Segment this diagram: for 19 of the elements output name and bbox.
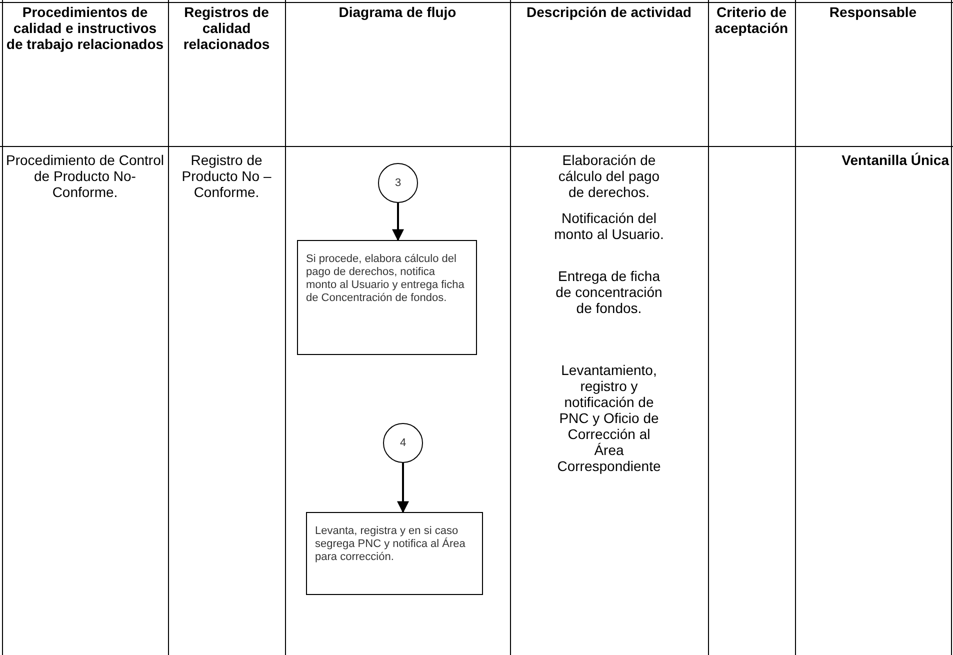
column-header: Diagrama de flujo: [338, 4, 458, 20]
table-cell-text: Elaboración de cálculo del pago de derechos.: [557, 152, 661, 200]
table-cell-text: Registro de Producto No – Conforme.: [180, 152, 272, 200]
table-cell-text: Ventanilla Única: [840, 152, 949, 168]
column-header: Criterio de aceptación: [714, 4, 790, 36]
connector-circle: 3: [378, 163, 418, 203]
table-cell-text: Notificación del monto al Usuario.: [553, 210, 665, 242]
table-cell-text: Procedimiento de Control de Producto No-Conforme.: [5, 152, 165, 200]
column-header: Registros de calidad relacionados: [182, 4, 271, 52]
table-cell-text: Levantamiento, registro y notificación de PNC y Oficio de Corrección al Área Correspondiente: [556, 362, 662, 474]
arrow: [397, 463, 409, 514]
column-header: Responsable: [828, 4, 918, 20]
column-header: Descripción de actividad: [526, 4, 692, 20]
connector-circle: 4: [383, 423, 423, 463]
process-box: Si procede, elabora cálculo del pago de derechos, notifica monto al Usuario y entrega ficha de Concentración de fondos.: [297, 240, 477, 355]
arrow: [392, 203, 404, 242]
column-header: Procedimientos de calidad e instructivos de trabajo relacionados: [5, 4, 165, 52]
table-cell-text: Entrega de ficha de concentración de fondos.: [554, 268, 664, 316]
process-box: Levanta, registra y en si caso segrega PNC y notifica al Área para corrección.: [306, 512, 483, 595]
